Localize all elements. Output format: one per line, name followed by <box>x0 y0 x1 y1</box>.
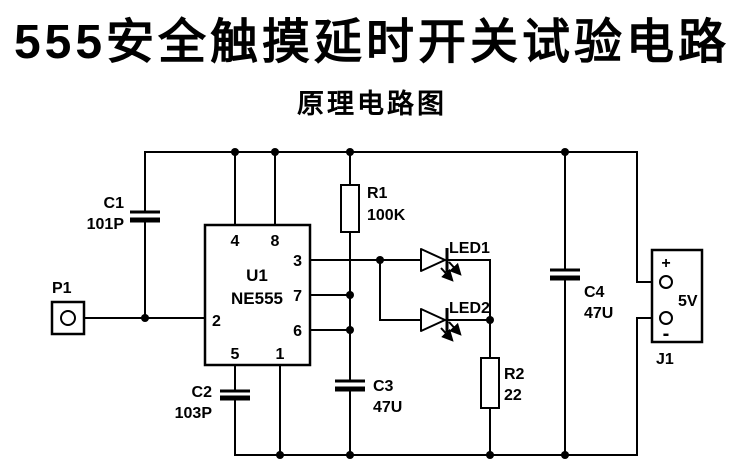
junction-dot <box>271 148 279 156</box>
connector-j1-terminal-minus <box>659 311 673 325</box>
label-c4-ref: C4 <box>584 284 605 301</box>
label-c2-value: 103P <box>175 405 213 422</box>
resistor-r2-body <box>480 357 500 409</box>
label-r1-ref: R1 <box>367 185 388 202</box>
junction-dot <box>346 451 354 459</box>
ic-u1-body <box>203 223 312 367</box>
label-u1-pin3: 3 <box>293 253 302 270</box>
label-r2-ref: R2 <box>504 366 525 383</box>
junction-dot <box>561 148 569 156</box>
label-j1-voltage: 5V <box>678 293 698 310</box>
label-c4-value: 47U <box>584 305 613 322</box>
touchpad-p1-contact <box>60 310 76 326</box>
label-j1-minus: - <box>663 323 670 345</box>
junction-dot <box>346 326 354 334</box>
resistor-r1-body <box>340 184 360 233</box>
junction-dot <box>376 256 384 264</box>
label-led1-ref: LED1 <box>449 240 490 257</box>
label-j1-plus: + <box>661 255 670 272</box>
junction-dot <box>346 291 354 299</box>
label-u1-pin6: 6 <box>293 323 302 340</box>
page-title: 555安全触摸延时开关试验电路 <box>14 15 730 69</box>
page-subtitle: 原理电路图 <box>297 88 447 119</box>
junction-dot <box>231 148 239 156</box>
label-u1-pin1: 1 <box>276 346 285 363</box>
led2-triangle <box>420 308 446 332</box>
label-r1-value: 100K <box>367 207 406 224</box>
connector-j1-body <box>650 248 704 344</box>
wires <box>83 151 653 456</box>
led2-emission-arrow <box>440 327 454 342</box>
label-u1-pin5: 5 <box>231 346 240 363</box>
led1-emission-arrow <box>448 261 462 276</box>
junction-dot <box>561 451 569 459</box>
label-p1-ref: P1 <box>52 280 72 297</box>
label-u1-pin2: 2 <box>212 313 221 330</box>
label-u1-ref: U1 <box>246 266 268 285</box>
label-c3-value: 47U <box>373 399 402 416</box>
junction-dot <box>141 314 149 322</box>
label-r2-value: 22 <box>504 387 522 404</box>
junction-dot <box>486 451 494 459</box>
led1-symbol <box>420 248 462 282</box>
led1-emission-arrow <box>440 267 454 282</box>
label-j1-ref: J1 <box>656 351 674 368</box>
led1-triangle <box>420 248 446 272</box>
connector-j1 <box>650 248 704 344</box>
label-c2-ref: C2 <box>192 384 213 401</box>
label-led2-ref: LED2 <box>449 300 490 317</box>
label-u1-part: NE555 <box>231 289 283 308</box>
led2-symbol <box>420 308 462 342</box>
junction-dot <box>346 148 354 156</box>
label-c1-ref: C1 <box>104 195 125 212</box>
led2-emission-arrow <box>448 321 462 336</box>
label-u1-pin8: 8 <box>271 233 280 250</box>
label-u1-pin7: 7 <box>293 288 302 305</box>
junction-dot <box>276 451 284 459</box>
capacitors <box>130 210 580 401</box>
label-c1-value: 101P <box>87 216 125 233</box>
junction-dots <box>141 148 569 459</box>
connector-j1-terminal-plus <box>659 275 673 289</box>
label-c3-ref: C3 <box>373 378 394 395</box>
label-u1-pin4: 4 <box>231 233 240 250</box>
junction-dot <box>486 316 494 324</box>
